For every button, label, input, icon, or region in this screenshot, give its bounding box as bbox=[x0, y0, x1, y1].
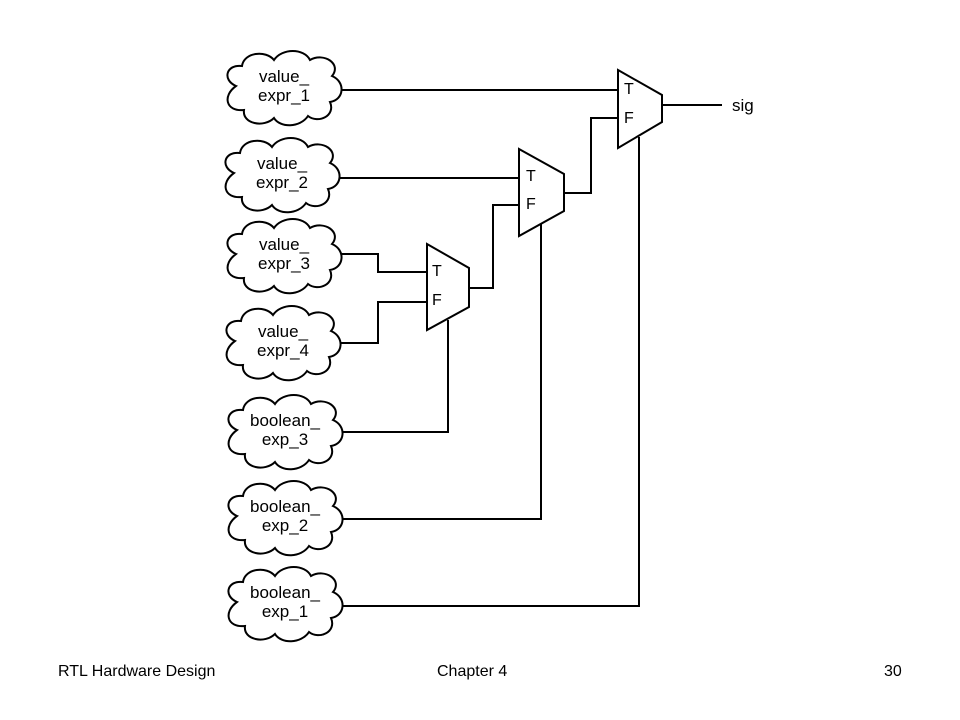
footer-left-title: RTL Hardware Design bbox=[58, 663, 216, 680]
wire-boolean-exp-2 bbox=[336, 223, 542, 520]
mux-3-body bbox=[426, 242, 470, 332]
cloud-value-expr-1-line2: expr_1 bbox=[258, 86, 310, 105]
wire-value-expr-3 bbox=[334, 253, 427, 273]
mux-1-t-label: T bbox=[624, 81, 634, 98]
wire-boolean-exp-1 bbox=[336, 137, 640, 607]
mux-1: T F bbox=[617, 68, 663, 150]
mux-1-f-label: F bbox=[624, 110, 634, 127]
cloud-value-expr-4: value_ expr_4 bbox=[225, 305, 342, 382]
cloud-boolean-exp-1: boolean_ exp_1 bbox=[227, 566, 344, 643]
cloud-value-expr-3-line1: value_ bbox=[259, 235, 310, 254]
cloud-value-expr-2-line2: expr_2 bbox=[256, 173, 308, 192]
mux-3: T F bbox=[426, 242, 470, 332]
mux-2-t-label: T bbox=[526, 168, 536, 185]
mux-2-body bbox=[518, 147, 565, 238]
cloud-boolean-exp-2-line2: exp_2 bbox=[262, 516, 308, 535]
cloud-boolean-exp-3-line1: boolean_ bbox=[250, 411, 321, 430]
output-sig-label: sig bbox=[732, 96, 754, 115]
cloud-boolean-exp-1-line1: boolean_ bbox=[250, 583, 321, 602]
cloud-boolean-exp-1-line2: exp_1 bbox=[262, 602, 308, 621]
cloud-boolean-exp-3: boolean_ exp_3 bbox=[227, 394, 344, 471]
cloud-boolean-exp-3-line2: exp_3 bbox=[262, 430, 308, 449]
mux-3-t-label: T bbox=[432, 263, 442, 280]
wire-boolean-exp-3 bbox=[336, 320, 449, 433]
cloud-boolean-exp-2: boolean_ exp_2 bbox=[227, 480, 344, 557]
wire-mux3-to-mux2 bbox=[469, 204, 519, 289]
cloud-value-expr-2: value_ expr_2 bbox=[224, 137, 341, 214]
footer-chapter: Chapter 4 bbox=[437, 663, 508, 680]
wire-value-expr-4 bbox=[334, 301, 427, 344]
cloud-value-expr-1-line1: value_ bbox=[259, 67, 310, 86]
cloud-value-expr-2-line1: value_ bbox=[257, 154, 308, 173]
mux-2-f-label: F bbox=[526, 196, 536, 213]
cloud-value-expr-3-line2: expr_3 bbox=[258, 254, 310, 273]
cloud-value-expr-1: value_ expr_1 bbox=[226, 50, 343, 127]
cloud-value-expr-4-line2: expr_4 bbox=[257, 341, 309, 360]
mux-2: T F bbox=[518, 147, 565, 238]
mux-3-f-label: F bbox=[432, 292, 442, 309]
cloud-boolean-exp-2-line1: boolean_ bbox=[250, 497, 321, 516]
footer-page-number: 30 bbox=[884, 663, 902, 680]
cloud-value-expr-3: value_ expr_3 bbox=[226, 218, 343, 295]
cloud-value-expr-4-line1: value_ bbox=[258, 322, 309, 341]
wire-mux2-to-mux1 bbox=[564, 117, 618, 194]
wires bbox=[334, 89, 722, 607]
mux-1-body bbox=[617, 68, 663, 150]
